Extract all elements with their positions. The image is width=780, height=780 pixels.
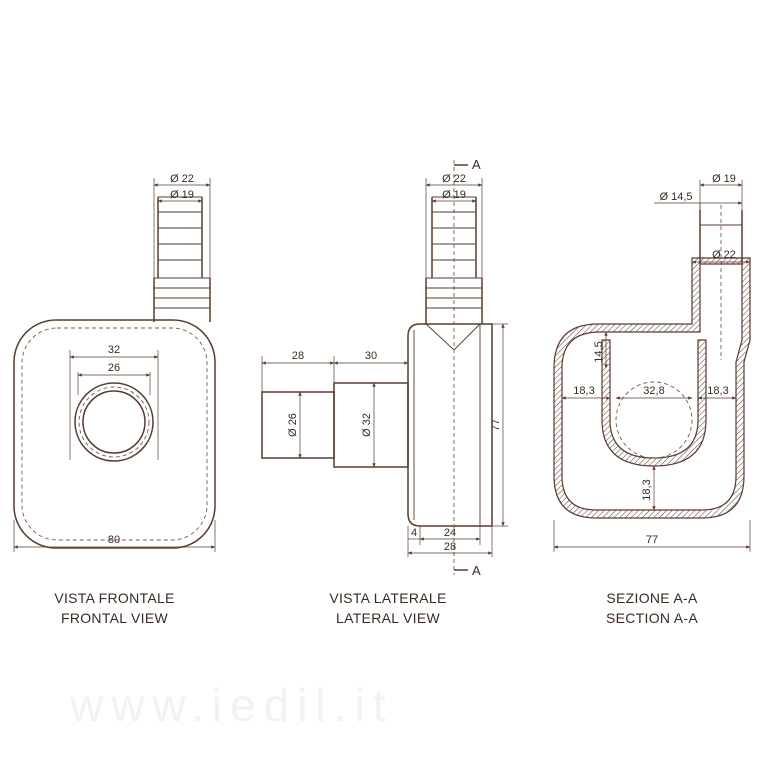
frontal-view: Ø 22 Ø 19 32 26 80 bbox=[13, 173, 216, 552]
dim-sec-183b: 18,3 bbox=[641, 479, 653, 500]
dim-front-80: 80 bbox=[108, 534, 120, 546]
dim-lat-d26: Ø 26 bbox=[287, 413, 299, 437]
dim-lat-d32: Ø 32 bbox=[361, 413, 373, 437]
dim-front-d19: Ø 19 bbox=[170, 189, 194, 201]
dim-sec-145: 14,5 bbox=[593, 341, 605, 362]
caption-frontal-it: VISTA FRONTALE bbox=[54, 590, 175, 606]
dim-front-32: 32 bbox=[108, 344, 120, 356]
caption-frontal: VISTA FRONTALE FRONTAL VIEW bbox=[14, 588, 215, 628]
dim-lat-24: 24 bbox=[444, 527, 456, 539]
watermark: www.iedil.it bbox=[70, 679, 394, 731]
caption-lateral-it: VISTA LATERALE bbox=[329, 590, 447, 606]
dim-lat-d19: Ø 19 bbox=[442, 189, 466, 201]
section-mark-bottom: A bbox=[472, 563, 481, 578]
caption-section-en: SECTION A-A bbox=[606, 610, 698, 626]
dim-front-26: 26 bbox=[108, 362, 120, 374]
frontal-port-inner bbox=[82, 390, 146, 454]
section-mark-top: A bbox=[472, 157, 481, 172]
dim-front-d22: Ø 22 bbox=[170, 173, 194, 185]
dim-lat-28a: 28 bbox=[292, 350, 304, 362]
caption-section: SEZIONE A-A SECTION A-A bbox=[554, 588, 750, 628]
caption-lateral-en: LATERAL VIEW bbox=[336, 610, 440, 626]
lateral-body bbox=[407, 323, 493, 527]
dim-sec-77: 77 bbox=[646, 534, 658, 546]
section-view: Ø 19 Ø 14,5 Ø 22 14,5 18,3 32,8 18,3 18,… bbox=[553, 173, 751, 552]
dim-lat-4: 4 bbox=[411, 527, 417, 539]
lateral-hose-barb bbox=[425, 196, 483, 324]
caption-frontal-en: FRONTAL VIEW bbox=[60, 610, 169, 626]
dim-sec-183r: 18,3 bbox=[707, 385, 728, 397]
dim-sec-328: 32,8 bbox=[643, 385, 664, 397]
dim-sec-d145: Ø 14,5 bbox=[659, 191, 692, 203]
frontal-body-inner bbox=[21, 327, 208, 541]
lateral-view: Ø 22 Ø 19 A A 28 30 Ø 26 Ø 32 77 bbox=[261, 157, 508, 578]
dim-lat-30: 30 bbox=[365, 350, 377, 362]
dim-lat-28b: 28 bbox=[444, 541, 456, 553]
section-inner-channel bbox=[601, 339, 707, 467]
frontal-hose-barb bbox=[153, 196, 211, 322]
dim-sec-d22: Ø 22 bbox=[712, 249, 736, 261]
dim-sec-d19: Ø 19 bbox=[712, 173, 736, 185]
dim-lat-77: 77 bbox=[490, 419, 502, 431]
dim-lat-d22: Ø 22 bbox=[442, 173, 466, 185]
section-outer-wall bbox=[553, 257, 751, 519]
dim-sec-183l: 18,3 bbox=[573, 385, 594, 397]
section-port bbox=[615, 381, 693, 459]
caption-lateral: VISTA LATERALE LATERAL VIEW bbox=[290, 588, 486, 628]
frontal-port-outer bbox=[74, 382, 154, 462]
lateral-spigot-32 bbox=[333, 382, 409, 468]
caption-section-it: SEZIONE A-A bbox=[606, 590, 698, 606]
